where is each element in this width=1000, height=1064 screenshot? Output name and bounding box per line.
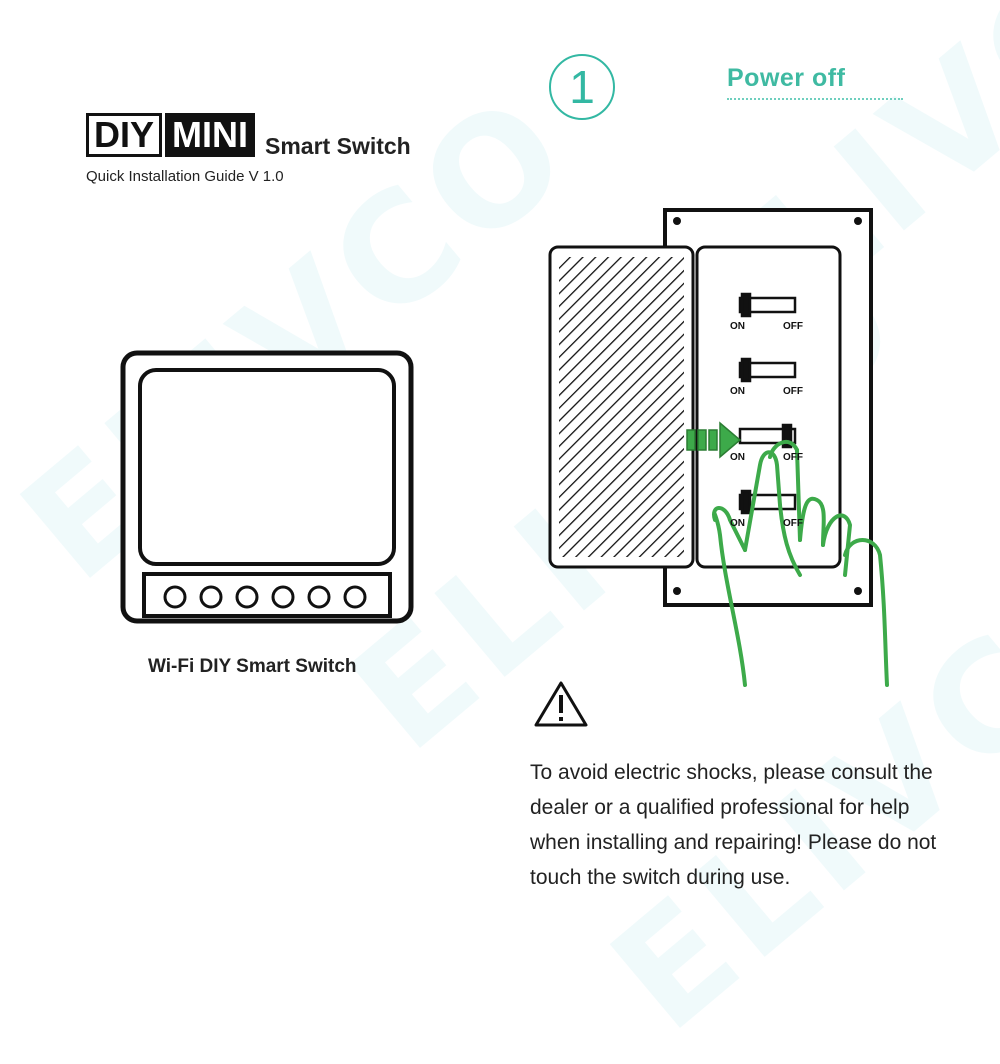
breaker-off-label: OFF <box>783 386 803 397</box>
step-title-underline <box>727 98 903 100</box>
step-number: 1 <box>569 61 595 113</box>
logo-mini: MINI <box>165 113 256 157</box>
breaker-on-label: ON <box>730 321 745 332</box>
breaker-switch <box>738 361 797 379</box>
guide-subtitle: Quick Installation Guide V 1.0 <box>86 168 284 185</box>
warning-text: To avoid electric shocks, please consult… <box>530 761 937 889</box>
warning-icon <box>534 681 588 727</box>
terminal-screw-icon <box>235 585 259 609</box>
hand-icon <box>712 439 889 687</box>
device-label: Wi-Fi DIY Smart Switch <box>148 656 357 677</box>
breaker-panel-illustration: ON OFF ON OFF ON OFF ON OFF <box>548 208 889 687</box>
logo-suffix: Smart Switch <box>265 133 411 159</box>
breaker-off-label: OFF <box>783 321 803 332</box>
product-logo: DIY MINI Smart Switch <box>86 113 411 159</box>
breaker-toggle <box>740 292 752 318</box>
breaker-off-label: OFF <box>783 518 803 529</box>
logo-diy: DIY <box>86 113 163 157</box>
terminal-screw-icon <box>307 585 331 609</box>
breaker-toggle <box>740 357 752 383</box>
arrow-right-icon <box>686 421 742 459</box>
step-title: Power off <box>727 64 846 92</box>
breaker-on-label: ON <box>730 452 745 463</box>
breaker-switch <box>738 296 797 314</box>
smart-switch-device-illustration <box>120 350 414 624</box>
breaker-switch <box>738 427 797 445</box>
terminal-screw-icon <box>163 585 187 609</box>
breaker-on-label: ON <box>730 518 745 529</box>
terminal-screw-icon <box>199 585 223 609</box>
breaker-toggle <box>781 423 793 449</box>
breaker-off-label: OFF <box>783 452 803 463</box>
terminal-screw-icon <box>271 585 295 609</box>
breaker-on-label: ON <box>730 386 745 397</box>
step-number-badge: 1 <box>549 54 615 120</box>
panel-door-icon <box>548 245 695 569</box>
breaker-toggle <box>740 489 752 515</box>
terminal-screw-icon <box>343 585 367 609</box>
